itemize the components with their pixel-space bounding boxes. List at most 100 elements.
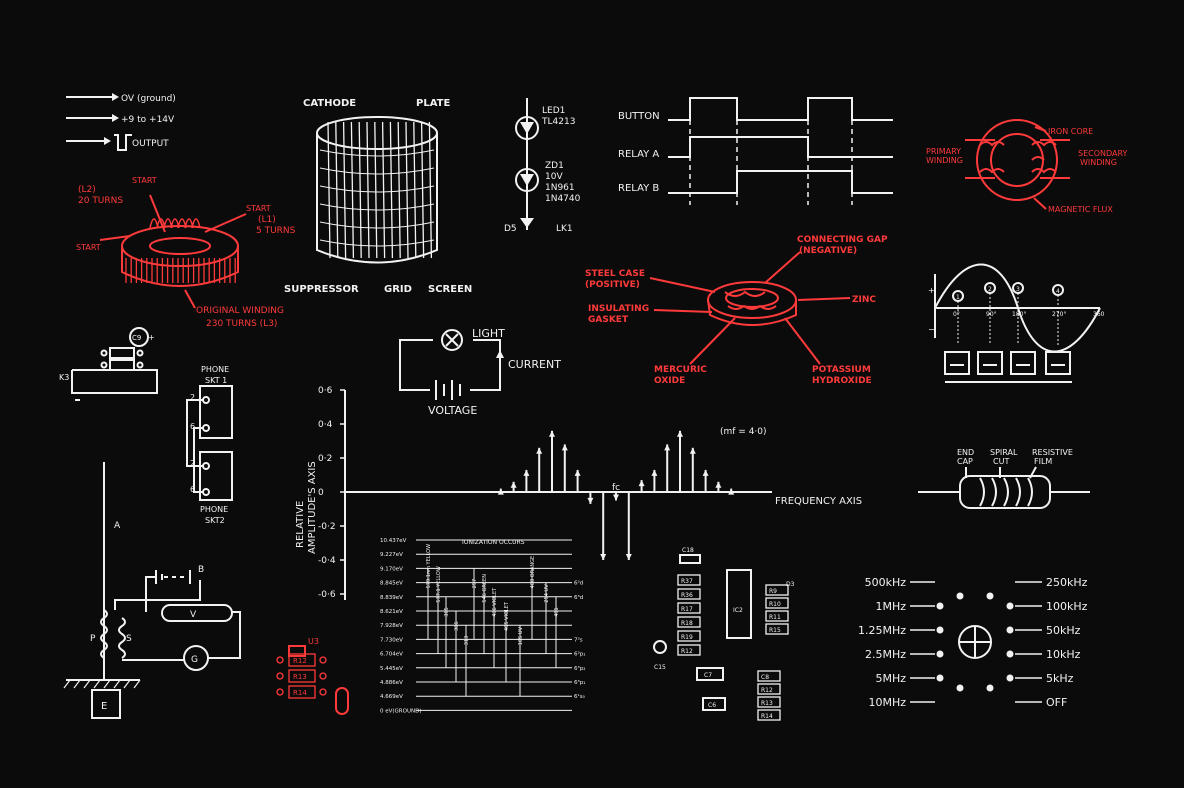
- mf-annotation: (mf = 4·0): [720, 427, 767, 437]
- energy-level-label: 8.839eV: [380, 595, 403, 601]
- valve-winding: [319, 239, 435, 247]
- pcb-resistor-label: R11: [769, 614, 781, 621]
- phone-skt2-label-1: PHONE: [200, 505, 228, 514]
- pcb-resistor: [677, 574, 701, 586]
- valve-grid-wire: [389, 121, 394, 259]
- case-label-1: STEEL CASE: [585, 269, 645, 279]
- c6-label: C6: [708, 702, 716, 709]
- spectrum-arrowhead: [536, 447, 543, 454]
- spectrum-chart: 0·60·40·20-0·2-0·4-0·6 fc (mf = 4·0) FRE…: [295, 386, 862, 600]
- pcb-resistor-label: R12: [681, 648, 693, 655]
- switch-contact: [1006, 650, 1014, 658]
- link-ref: LK1: [556, 224, 573, 234]
- tick-180: 180°: [1012, 311, 1026, 318]
- valve-grid-wire: [374, 121, 378, 259]
- transition-label: 313: [464, 636, 470, 646]
- valve-grid-wire: [397, 121, 401, 259]
- sine-minus: −: [928, 325, 935, 334]
- spectrum-arrowhead: [638, 480, 645, 487]
- end-cap-label-2: CAP: [957, 457, 973, 466]
- transition-label: 365: [444, 607, 450, 617]
- pcb-resistor-label: R36: [681, 592, 693, 599]
- transition-label: 491: [554, 607, 560, 617]
- switch-contact: [936, 674, 944, 682]
- tick-360: 360: [1093, 311, 1105, 318]
- l1-turns: 5 TURNS: [256, 226, 296, 236]
- spectrum-arrowhead: [600, 554, 607, 560]
- k3-connector: C9 + K3: [59, 327, 158, 401]
- ic2-label: IC2: [733, 607, 743, 614]
- spectrum-arrowhead: [702, 469, 709, 476]
- secondary-label-2: WINDING: [1080, 158, 1117, 167]
- energy-level-label: 4.669eV: [380, 694, 403, 700]
- spectrum-arrowhead: [677, 430, 683, 437]
- secondary-label-1: SECONDARY: [1078, 149, 1128, 158]
- circle-1: 1: [956, 294, 960, 301]
- ionization-label: IONIZATION OCCURS: [462, 539, 525, 546]
- transition-label: 436 VIOLET: [492, 587, 498, 617]
- spectrum-arrowhead: [664, 444, 671, 451]
- original-turns-label: 230 TURNS (L3): [206, 319, 277, 329]
- energy-level-label: 8.621eV: [380, 609, 403, 615]
- pcb-resistor-label: R10: [769, 601, 781, 608]
- start-label-right: START: [246, 204, 271, 213]
- pcb-resistor: [765, 597, 789, 609]
- pcb-resistor: [677, 630, 701, 642]
- circle-3: 3: [1016, 286, 1020, 293]
- energy-level-label: 9.227eV: [380, 552, 403, 558]
- switch-contact: [936, 650, 944, 658]
- spectrum-arrowhead: [728, 488, 735, 495]
- gasket-label-2: GASKET: [588, 315, 629, 325]
- pcb-resistor: [765, 623, 789, 635]
- rotary-switch: 500kHz1MHz1.25MHz2.5MHz5MHz10MHz250kHz10…: [858, 576, 1088, 709]
- pcb-resistor: [757, 709, 781, 721]
- transition-label: 254 UV: [544, 584, 550, 603]
- phone-skt1-label-2: SKT 1: [205, 376, 227, 385]
- y-tick-label: 0: [318, 488, 324, 498]
- switch-contact: [956, 592, 964, 600]
- led-zener-diagram: LED1 TL4213 ZD1 10V 1N961 1N4740 D5 LK1: [504, 98, 581, 234]
- valve-winding: [319, 167, 435, 175]
- pcb-resistor-label: R37: [681, 578, 693, 585]
- switch-label-right: 10kHz: [1046, 648, 1081, 661]
- toroid-turn: [191, 218, 201, 229]
- energy-level-label: 5.445eV: [380, 666, 403, 672]
- y-axis-label-1: RELATIVE: [295, 501, 306, 548]
- switch-label-right: 5kHz: [1046, 672, 1074, 685]
- transition-label: 577.1 YELLOW: [436, 566, 442, 602]
- valve-winding: [319, 149, 435, 157]
- energy-level-label: 0 eV(GROUND): [380, 708, 421, 714]
- galvanometer-experiment: A P S E B V G: [63, 462, 241, 719]
- energy-state-label: 6¹s₀: [574, 693, 586, 700]
- spectrum-arrowhead: [613, 494, 619, 501]
- end-cap-label-1: END: [957, 448, 974, 457]
- valve-winding: [319, 185, 435, 193]
- label-b: B: [198, 565, 204, 575]
- flux-label: MAGNETIC FLUX: [1048, 205, 1113, 214]
- pcb-resistor-label: R12: [761, 687, 773, 694]
- d3-label: D3: [786, 581, 795, 588]
- valve-diagram: CATHODE PLATE SUPPRESSOR GRID SCREEN: [284, 98, 472, 295]
- sine-phase-diagram: + − 0° 90° 180° 270° 360 1 2 3 4: [928, 263, 1105, 383]
- c7-label: C7: [704, 672, 712, 679]
- switch-contact: [1006, 626, 1014, 634]
- pcb-resistor-label: R19: [681, 634, 693, 641]
- y-tick-label: -0·4: [318, 556, 336, 566]
- mercuric-label-1: MERCURIC: [654, 365, 707, 375]
- c15-label: C15: [654, 664, 666, 671]
- spectrum-arrowhead: [625, 554, 632, 560]
- button-label: BUTTON: [618, 111, 660, 122]
- potassium-label-2: HYDROXIDE: [812, 376, 872, 386]
- pcb-resistor: [757, 683, 781, 695]
- resistor-diagram: END CAP SPIRAL CUT RESISTIVE FILM: [918, 448, 1090, 509]
- primary-label-2: WINDING: [926, 156, 963, 165]
- gap-label-2: (NEGATIVE): [799, 246, 857, 256]
- zener-part-2: 1N4740: [545, 194, 581, 204]
- valve-grid-wire: [366, 121, 370, 259]
- k3-label: K3: [59, 373, 69, 382]
- voltage-label: VOLTAGE: [428, 404, 477, 417]
- energy-level-label: 9.170eV: [380, 566, 403, 572]
- transition-label: 297: [472, 579, 478, 589]
